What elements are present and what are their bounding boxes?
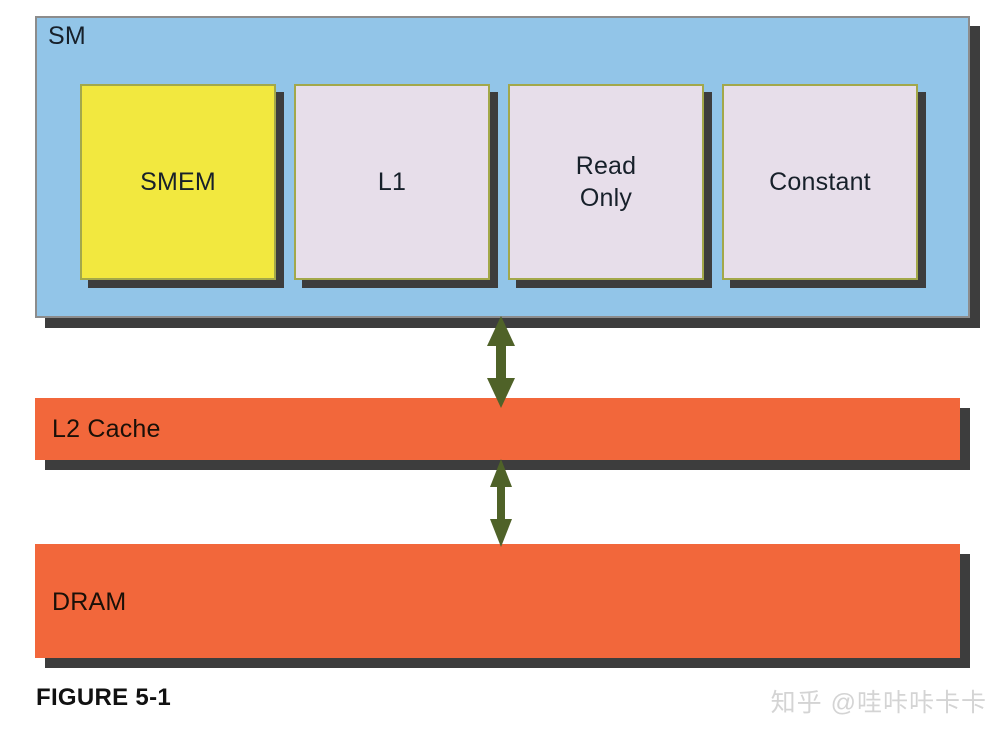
dram-bar[interactable]: DRAM — [35, 544, 960, 658]
double-arrow-vertical-icon — [487, 316, 515, 408]
memory-box-smem[interactable]: SMEM — [80, 84, 276, 280]
l2-cache-bar[interactable]: L2 Cache — [35, 398, 960, 460]
double-arrow-vertical-icon — [490, 459, 512, 547]
sm-label: SM — [48, 22, 86, 50]
dram-label: DRAM — [52, 588, 127, 616]
memory-box-constant[interactable]: Constant — [722, 84, 918, 280]
memory-box-constant-label: Constant — [769, 168, 871, 196]
memory-box-l1-label: L1 — [377, 168, 407, 196]
memory-box-smem-label: SMEM — [140, 168, 216, 196]
watermark: 知乎 @哇咔咔卡卡 — [770, 689, 987, 717]
figure-caption: FIGURE 5-1 — [36, 684, 172, 711]
l2-cache-label: L2 Cache — [52, 415, 161, 443]
memory-box-l1[interactable]: L1 — [294, 84, 490, 280]
